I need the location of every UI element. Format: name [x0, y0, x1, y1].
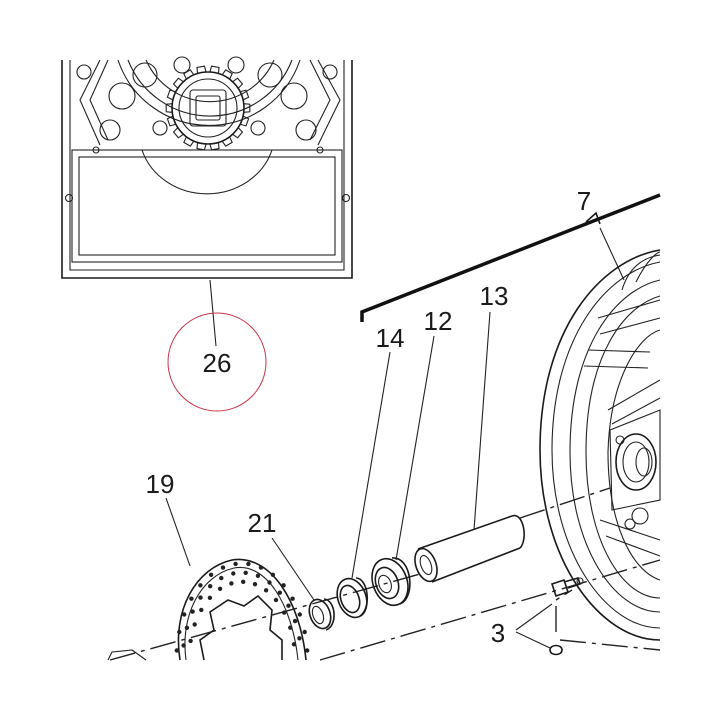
group-bracket-7 [360, 193, 661, 322]
leader-3a [515, 603, 553, 631]
disc-hole [263, 588, 269, 593]
sprocket-tooth [232, 127, 244, 139]
axis-line-valve-up [555, 589, 573, 632]
sprocket-cover-inset [61, 56, 353, 279]
disc-hole [270, 572, 276, 577]
sprocket-tooth [221, 136, 233, 147]
disc-hole [273, 597, 279, 603]
disc-hole [241, 579, 246, 584]
sprocket-tooth [183, 136, 195, 147]
disc-hole [302, 629, 307, 635]
disc-hole [181, 643, 186, 648]
disc-hole [258, 565, 264, 570]
leader-12 [395, 335, 435, 561]
axis-line-lower [319, 559, 661, 661]
disc-hole [281, 583, 286, 588]
callout-7: 7 [577, 186, 591, 216]
disc-hole [229, 581, 234, 586]
brake-disc-19 [107, 558, 310, 661]
sprocket-tooth [196, 65, 207, 74]
spacer-tube-13 [414, 515, 525, 583]
bearing-12 [371, 557, 411, 607]
disc-hole [243, 570, 248, 575]
disc-hole [252, 582, 258, 587]
circlip-14 [336, 577, 368, 619]
disc-hole [297, 612, 302, 617]
axis-line-left [109, 573, 421, 661]
axis-line-right [519, 487, 611, 519]
disc-hole [198, 595, 203, 600]
disc-hole [174, 648, 179, 653]
sprocket-tooth [183, 69, 195, 80]
disc-hole [286, 603, 291, 608]
disc-hole [207, 595, 213, 600]
highlight-circle-26 [167, 312, 267, 412]
callout-14: 14 [376, 323, 405, 353]
disc-hole [246, 561, 251, 567]
disc-hole [288, 625, 293, 630]
callout-26: 26 [203, 348, 232, 378]
callout-13: 13 [480, 281, 509, 311]
sprocket-tooth [166, 115, 177, 127]
disc-hole [231, 571, 236, 576]
disc-hole [297, 636, 302, 641]
sprocket-tooth [209, 65, 220, 74]
callout-21: 21 [248, 508, 277, 538]
callout-12: 12 [424, 306, 453, 336]
disc-hole [282, 610, 287, 615]
disc-hole [182, 612, 187, 617]
disc-hole [198, 583, 203, 588]
disc-hole [177, 629, 182, 635]
disc-hole [192, 622, 197, 627]
disc-hole [219, 575, 224, 581]
sprocket-tooth [239, 89, 250, 101]
leader-3b [515, 631, 551, 649]
disc-hole [277, 590, 282, 595]
leader-19 [165, 497, 191, 567]
disc-hole [190, 609, 195, 614]
axis-line-valve [559, 639, 661, 651]
spacer-ring-21 [308, 598, 335, 631]
leader-21 [271, 537, 315, 601]
disc-hole [220, 565, 226, 570]
disc-hole [305, 648, 310, 653]
disc-hole [189, 596, 194, 601]
sprocket-tooth [239, 115, 250, 127]
sprocket-tooth [172, 77, 184, 89]
sprocket-tooth [209, 142, 220, 151]
disc-hole [208, 572, 214, 577]
sprocket-tooth [166, 89, 177, 101]
sprocket-tooth [221, 69, 233, 80]
disc-hole [290, 596, 295, 601]
disc-hole [217, 586, 223, 591]
leader-7 [599, 227, 625, 281]
valve-3 [549, 577, 584, 656]
disc-hole [291, 642, 297, 647]
sprocket-tooth [172, 127, 184, 139]
leader-13 [473, 311, 491, 531]
disc-hole [292, 618, 298, 624]
disc-hole [188, 638, 193, 644]
disc-hole [267, 580, 272, 585]
disc-hole [255, 573, 261, 578]
sprocket-tooth [165, 103, 173, 113]
disc-hole [199, 607, 204, 613]
disc-hole [184, 625, 190, 630]
sprocket-tooth [196, 142, 207, 151]
sprocket-tooth [243, 103, 251, 113]
disc-hole [208, 584, 213, 589]
callout-3: 3 [491, 618, 505, 648]
wheel [539, 249, 661, 641]
leader-14 [351, 351, 391, 579]
disc-hole [233, 561, 238, 567]
sprocket-tooth [232, 77, 244, 89]
callout-19: 19 [146, 469, 175, 499]
